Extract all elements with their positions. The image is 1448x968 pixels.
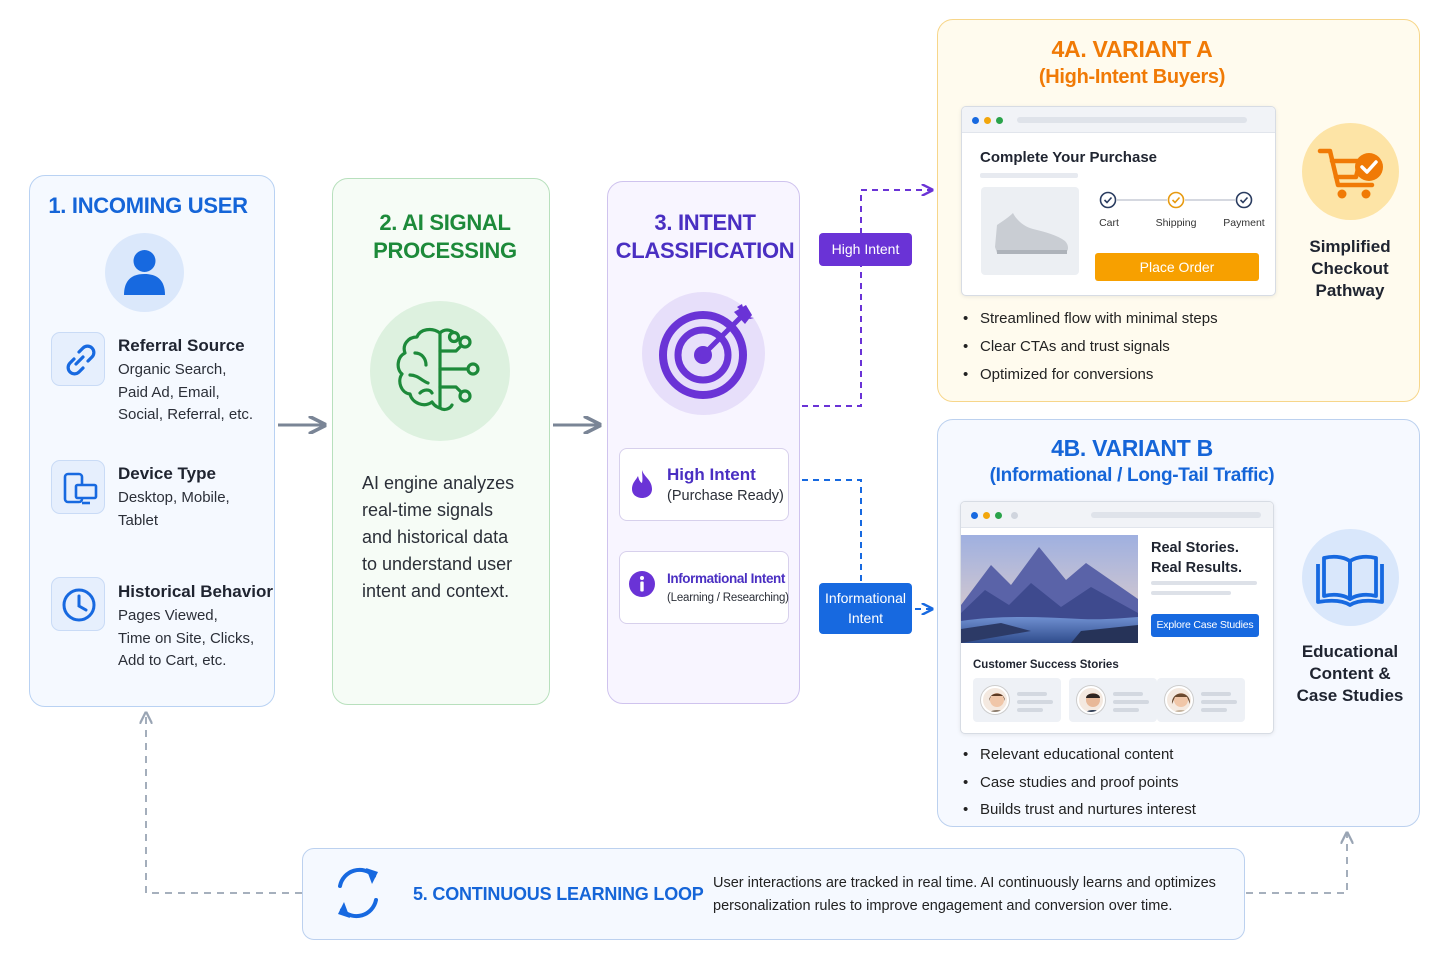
brain-badge [370, 301, 510, 441]
user-avatar [105, 233, 184, 312]
fire-icon [632, 470, 652, 498]
headline-line-placeholder [1151, 581, 1257, 585]
checkout-steps-track [1099, 191, 1253, 209]
device-type-title: Device Type [118, 464, 216, 483]
product-image [981, 187, 1079, 275]
high-intent-card-sub: (Purchase Ready) [667, 488, 784, 504]
referral-source-icon-box [51, 332, 105, 386]
high-intent-card-title: High Intent [667, 465, 756, 484]
step-shipping: Shipping [1155, 217, 1197, 229]
variant-a-bullet: Optimized for conversions [963, 366, 1153, 383]
learning-loop-description: User interactions are tracked in real ti… [713, 875, 1216, 914]
open-book-icon [1316, 554, 1384, 607]
variant-a-title: 4A. VARIANT A [1051, 36, 1213, 62]
device-type-icon-box [51, 460, 105, 514]
historical-behavior-icon-box [51, 577, 105, 631]
person-avatar-icon [989, 693, 1005, 712]
variant-a-bullet: Streamlined flow with minimal steps [963, 310, 1218, 327]
avatar [1077, 686, 1105, 714]
informational-intent-card-sub: (Learning / Researching) [667, 592, 789, 604]
brain-icon [396, 327, 480, 412]
learning-loop-panel [302, 848, 1245, 940]
variant-b-subtitle: (Informational / Long-Tail Traffic) [989, 465, 1275, 486]
variant-b-bullet: Builds trust and nurtures interest [963, 801, 1196, 818]
customer-stories-title: Customer Success Stories [973, 659, 1119, 671]
ai-signal-title: 2. AI SIGNAL PROCESSING [373, 210, 517, 263]
ai-signal-description: AI engine analyzes real-time signals and… [362, 473, 515, 601]
loop-left-arrow [146, 714, 302, 894]
variant-b-bullet: Relevant educational content [963, 746, 1173, 763]
device-type-text: Desktop, Mobile, Tablet [118, 489, 230, 529]
clock-icon [62, 588, 96, 622]
shoe-icon [995, 213, 1068, 254]
user-icon [124, 250, 165, 295]
target-icon [659, 304, 754, 399]
incoming-user-title: 1. INCOMING USER [48, 193, 248, 218]
referral-source-title: Referral Source [118, 336, 245, 355]
historical-behavior-title: Historical Behavior [118, 582, 273, 601]
place-order-button[interactable]: Place Order [1095, 253, 1259, 281]
cart-badge [1302, 123, 1399, 220]
mountain-lake-image [961, 535, 1138, 643]
referral-source-text: Organic Search, Paid Ad, Email, Social, … [118, 361, 254, 423]
story-card [973, 678, 1061, 722]
story-card [1157, 678, 1245, 722]
loop-right-arrow [1246, 834, 1347, 894]
step-payment: Payment [1223, 217, 1265, 229]
checkout-mockup-title: Complete Your Purchase [980, 149, 1157, 166]
person-avatar-icon [1085, 693, 1101, 712]
arrow-high-intent [802, 190, 931, 407]
content-headline: Real Stories. Real Results. [1151, 540, 1243, 576]
high-intent-tag: High Intent [819, 233, 912, 266]
avatar [1165, 686, 1193, 714]
step-cart: Cart [1099, 217, 1119, 229]
link-icon [66, 344, 96, 376]
refresh-cycle-icon [338, 867, 378, 919]
target-badge [642, 292, 765, 415]
variant-b-side-label: Educational Content & Case Studies [1296, 642, 1404, 705]
informational-intent-card-title: Informational Intent [667, 571, 785, 586]
variant-a-bullet: Clear CTAs and trust signals [963, 338, 1170, 355]
devices-icon [63, 472, 98, 505]
learning-loop-title: 5. CONTINUOUS LEARNING LOOP [413, 884, 704, 904]
variant-b-title: 4B. VARIANT B [1051, 435, 1213, 461]
historical-behavior-text: Pages Viewed, Time on Site, Clicks, Add … [118, 607, 255, 669]
headline-line-placeholder [1151, 591, 1231, 595]
avatar [981, 686, 1009, 714]
informational-intent-tag: Informational Intent [819, 583, 912, 634]
checkout-title-underline [980, 173, 1078, 178]
variant-a-subtitle: (High-Intent Buyers) [1038, 66, 1226, 88]
variant-b-bullet: Case studies and proof points [963, 774, 1178, 791]
ai-signal-panel [332, 178, 550, 705]
book-badge [1302, 529, 1399, 626]
story-card [1069, 678, 1157, 722]
intent-classification-title: 3. INTENT CLASSIFICATION [615, 210, 795, 263]
person-avatar-icon [1171, 693, 1191, 712]
explore-case-studies-button[interactable]: Explore Case Studies [1151, 614, 1259, 637]
shopping-cart-check-icon [1317, 148, 1383, 199]
variant-a-side-label: Simplified Checkout Pathway [1309, 237, 1391, 300]
info-icon [629, 571, 655, 597]
